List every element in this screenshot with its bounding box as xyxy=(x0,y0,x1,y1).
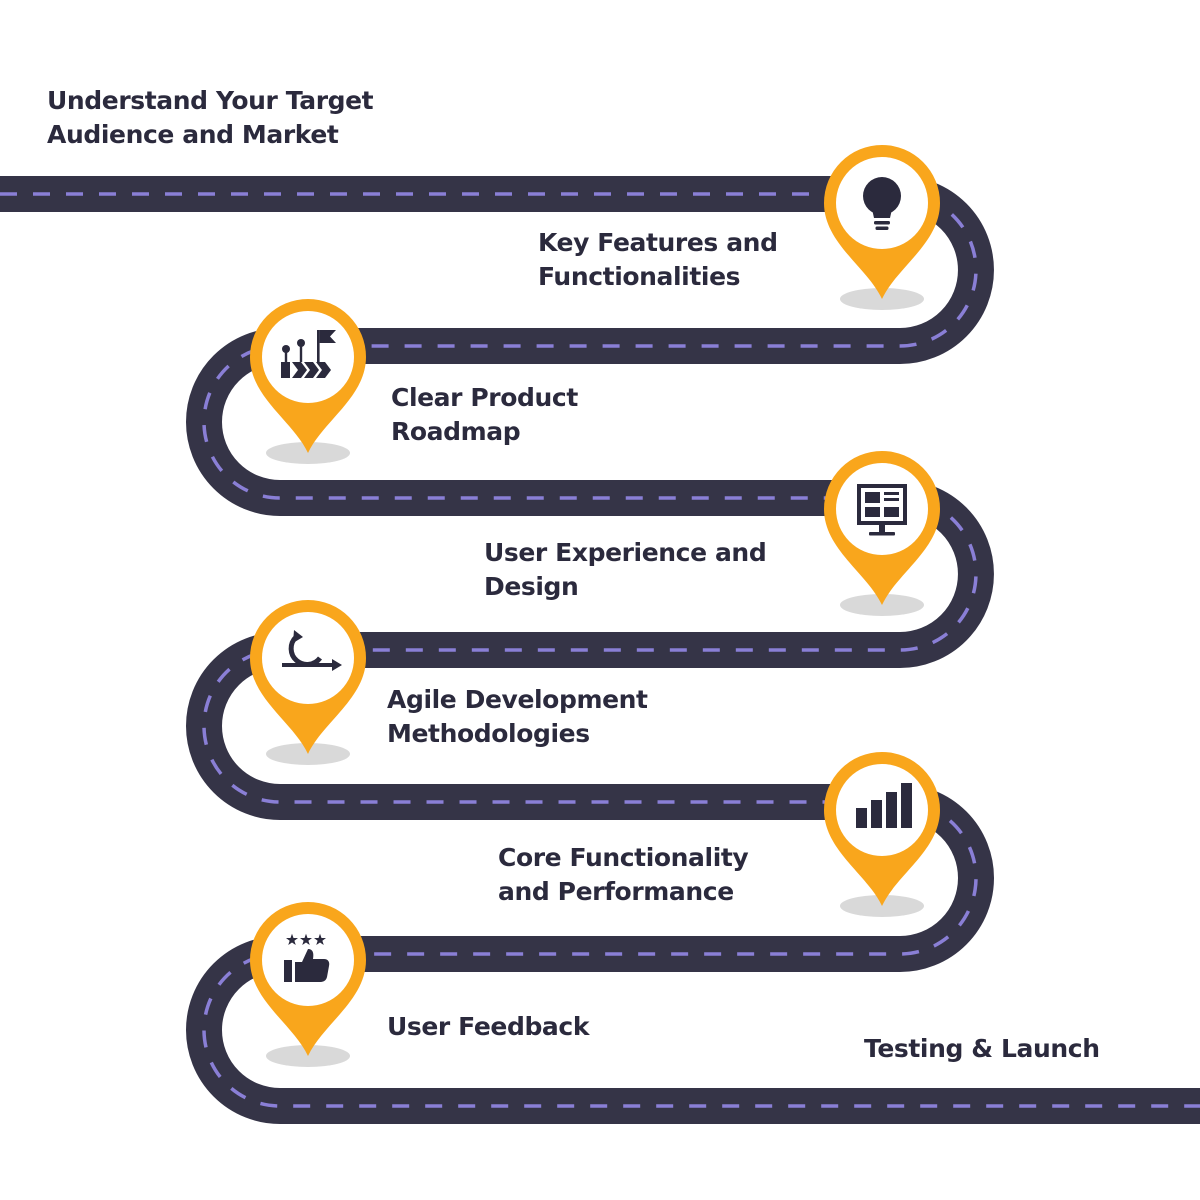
lightbulb-icon xyxy=(863,177,901,230)
pin-inner-circle xyxy=(836,463,928,555)
monitor-layout-icon xyxy=(857,484,907,536)
road xyxy=(0,176,1200,1124)
pin-key-features xyxy=(824,145,940,310)
step-label-testing-launch: Testing & Launch xyxy=(864,1034,1100,1063)
agile-cycle-icon xyxy=(282,630,342,671)
star-icon xyxy=(314,933,326,945)
pin-inner-circle xyxy=(262,311,354,403)
bar-chart-icon xyxy=(856,783,912,828)
pin-user-experience xyxy=(824,451,940,616)
road-lane-dashes xyxy=(0,192,1200,1108)
star-icon xyxy=(286,933,298,945)
pin-core-functionality xyxy=(824,752,940,917)
pin-user-feedback xyxy=(250,902,366,1067)
step-label-user-feedback: User Feedback xyxy=(387,1012,590,1041)
pin-agile-development xyxy=(250,600,366,765)
star-icon xyxy=(300,933,312,945)
roadmap-flag-icon xyxy=(281,330,336,378)
rating-thumbs-up-icon xyxy=(284,933,330,982)
road-body xyxy=(0,176,1200,1124)
pin-product-roadmap xyxy=(250,299,366,464)
pin-inner-circle xyxy=(262,612,354,704)
